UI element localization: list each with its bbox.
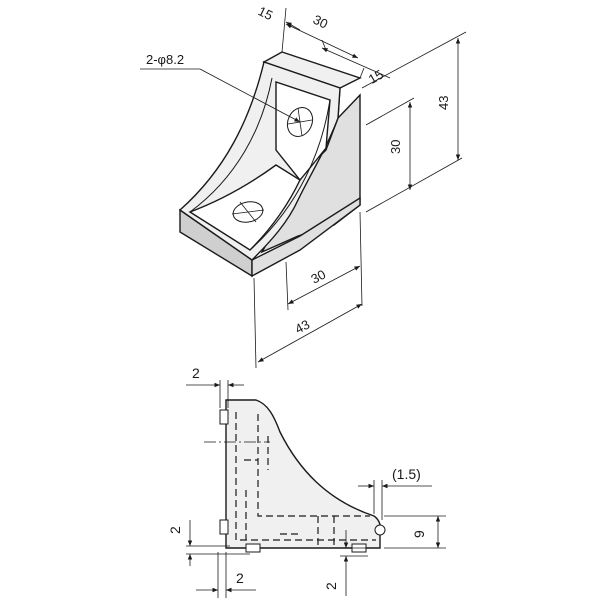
dim-2-left-lower: 2 xyxy=(236,570,244,586)
dim-30-height: 30 xyxy=(388,140,403,154)
dim-line-15-left xyxy=(285,21,301,31)
side-dimensions: 2 (1.5) 9 2 2 2 xyxy=(167,365,446,598)
dim-2-top: 2 xyxy=(192,365,200,381)
hidden-line-1 xyxy=(235,412,376,541)
width-dimensions: 30 43 xyxy=(253,211,363,369)
dim-30-width: 30 xyxy=(308,267,328,287)
hole-label: 2-φ8.2 xyxy=(146,52,184,67)
dim-43-height: 43 xyxy=(436,96,451,110)
hidden-line-2 xyxy=(257,414,370,517)
dim-9: 9 xyxy=(411,530,427,538)
isometric-view xyxy=(178,51,362,278)
dim-30-top: 30 xyxy=(311,12,331,32)
rivet-right xyxy=(374,524,386,536)
bolt-mid-left xyxy=(219,519,229,535)
dim-43-width: 43 xyxy=(292,317,312,337)
dim-2-bottom-right: 2 xyxy=(323,582,339,590)
bracket-base-right-face xyxy=(251,196,361,278)
dim-line-43-width xyxy=(257,303,363,363)
dim-2-left-upper: 2 xyxy=(167,526,183,534)
dim-line-15-right xyxy=(321,47,391,79)
dim-15-left: 15 xyxy=(256,3,276,23)
side-profile xyxy=(225,399,382,549)
bolt-bottom-left xyxy=(245,543,261,553)
top-dimensions: 15 30 15 2-φ8.2 xyxy=(140,3,391,123)
dim-15-right: 15 xyxy=(366,67,386,87)
dim-1-5: (1.5) xyxy=(392,466,421,482)
bracket-inner-rim xyxy=(189,77,273,213)
dim-line-30-width xyxy=(287,265,361,305)
bolt-top-left xyxy=(219,409,229,425)
bracket-inner-rim-2 xyxy=(249,99,331,251)
height-dimensions: 43 30 xyxy=(361,31,467,213)
side-view xyxy=(204,399,386,553)
dim-line-30-top xyxy=(285,23,359,59)
